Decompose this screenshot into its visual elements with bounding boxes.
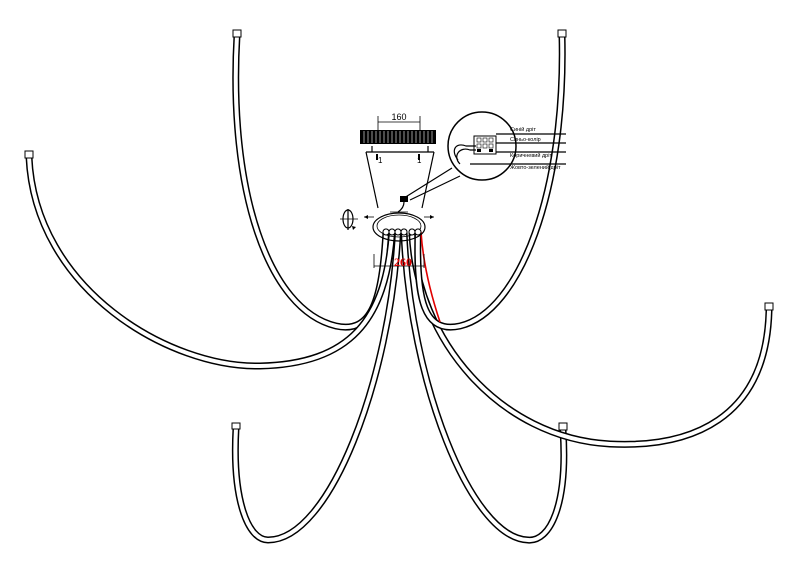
wire-label-blue: Синій дріт — [510, 126, 536, 133]
canopy-cone — [365, 151, 435, 209]
canopy-base — [372, 212, 426, 242]
canopy-assembly: 160 1 1 — [340, 112, 436, 269]
wire-label-yellow-green: Жовто-зелений дріт — [510, 164, 561, 171]
terminal-block — [473, 135, 497, 155]
width-arrows — [364, 211, 434, 219]
dimension-top: 160 — [377, 112, 421, 130]
wiring-detail-callout: Синій дріт Синьо-колір Коричневий дріт Ж… — [403, 111, 566, 201]
wire-label-brown: Коричневий дріт — [510, 152, 552, 159]
screw-marker-right: 1 — [417, 156, 422, 165]
red-highlighted-tube — [420, 231, 441, 323]
arms-group — [24, 29, 774, 544]
dimension-base-label: 260 — [394, 255, 412, 269]
arm-bottom-left — [231, 228, 402, 544]
arm-sockets — [382, 228, 422, 236]
arm-top-left-inner — [232, 29, 390, 331]
terminal-connector — [397, 196, 408, 213]
screw-marker-left: 1 — [378, 156, 383, 165]
arm-far-left — [24, 150, 396, 370]
dimension-base: 260 — [373, 254, 425, 269]
wire-label-blue-color: Синьо-колір — [510, 137, 541, 143]
dimension-top-label: 160 — [391, 112, 406, 122]
arm-bottom-right — [400, 228, 568, 544]
mounting-bracket — [366, 146, 434, 153]
arm-top-right-inner — [414, 29, 567, 331]
arm-far-right — [408, 228, 774, 448]
ceiling-plate — [360, 130, 436, 144]
rotation-arrow-icon — [340, 209, 358, 230]
